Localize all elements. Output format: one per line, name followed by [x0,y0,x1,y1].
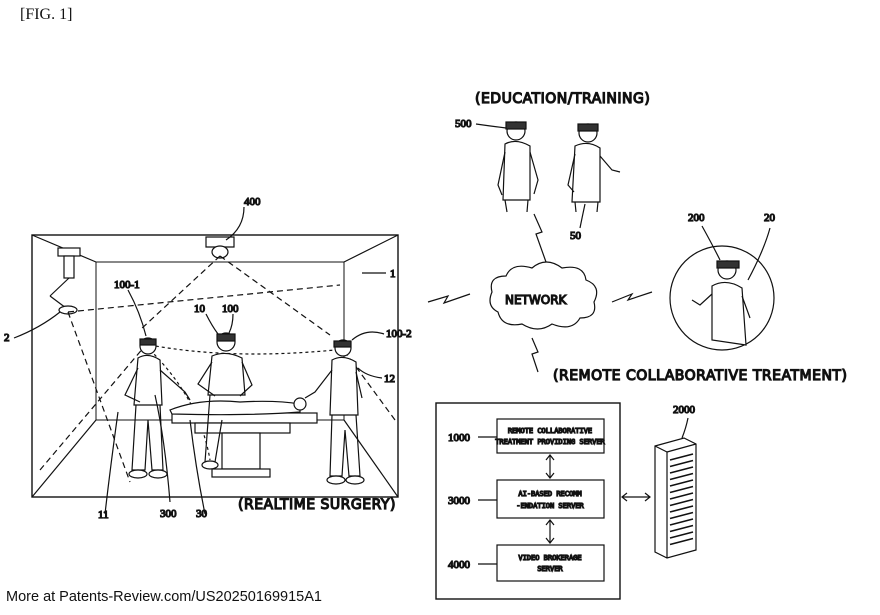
server-4000-line1: VIDEO BROKERAGE [518,554,581,562]
caption-realtime: (REALTIME SURGERY) [238,497,396,513]
server-4000-line2: SERVER [537,565,563,573]
storage-stripe [669,453,694,461]
ref-100: 100 [222,303,239,315]
figure-title: [FIG. 1] [20,6,73,23]
storage-stripe [669,537,694,546]
ref-2: 2 [4,332,10,344]
ref-500: 500 [455,118,472,130]
ref-3000: 3000 [448,495,471,507]
ref-11: 11 [98,509,109,521]
storage-stripe [669,531,694,539]
ref-1000: 1000 [448,432,471,444]
ref-4000: 4000 [448,559,471,571]
ref-100-2: 100-2 [386,328,412,340]
ref-12: 12 [384,373,395,385]
network-cloud [427,213,653,373]
storage-stripe [669,459,694,468]
ref-20: 20 [764,212,776,224]
ref-10: 10 [194,303,206,315]
storage-stripe [669,466,694,474]
storage-stripe [669,479,694,487]
ref-300: 300 [160,508,177,520]
caption-remote: (REMOTE COLLABORATIVE TREATMENT) [553,368,847,384]
footer-source-link[interactable]: More at Patents-Review.com/US20250169915… [6,589,322,605]
operating-room [13,206,399,515]
storage-stripe [669,518,694,526]
storage-stripe [669,498,694,507]
network-label: NETWORK [505,293,568,307]
storage-stripe [669,505,694,513]
ref-30: 30 [196,508,208,520]
server-1000-line2: TREATMENT PROVIDING SERVER [495,438,605,446]
trainee-50 [567,123,621,229]
server-1000-line1: REMOTE COLLABORATIVE [508,427,592,435]
server-3000-line1: AI-BASED RECOMM [518,490,581,498]
caption-education: (EDUCATION/TRAINING) [475,91,650,107]
storage-stripe [669,472,694,481]
ref-200: 200 [688,212,705,224]
storage-2000 [654,417,697,559]
surgeon-left [124,337,191,479]
ref-100-1: 100-1 [114,279,140,291]
surgeon-right [304,339,365,485]
server-3000-line2: -ENDATION SERVER [516,502,584,510]
storage-stripe [669,485,694,494]
ref-400: 400 [244,196,261,208]
ref-2000: 2000 [673,404,696,416]
trainee-500 [475,121,539,213]
ref-50: 50 [570,230,582,242]
storage-stripe [669,492,694,500]
server-stack [435,402,651,600]
ref-1: 1 [390,268,396,280]
surgeon-center [197,332,253,470]
storage-stripe [669,511,694,520]
storage-stripe [669,524,694,533]
remote-doctor [669,225,775,351]
